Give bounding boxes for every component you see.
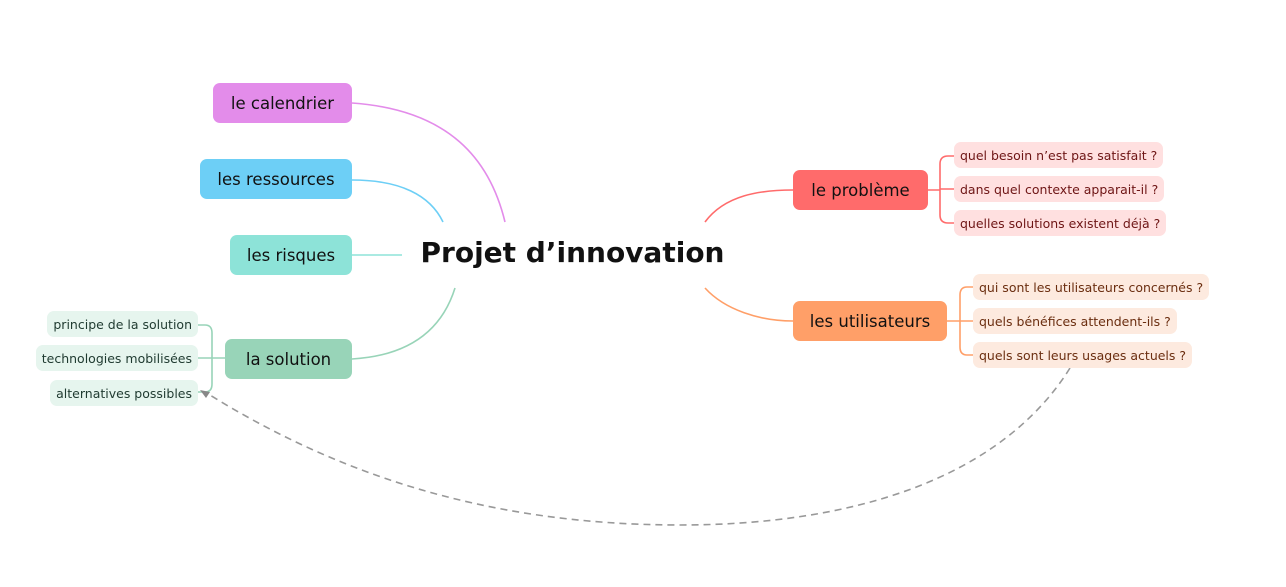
central-topic[interactable]: Projet d’innovation [420,236,725,269]
dashed-relation [204,367,1071,526]
arrow-head-icon [200,390,210,398]
link-probleme [704,189,794,223]
branch-risques[interactable]: les risques [230,235,352,275]
probleme-child[interactable]: quel besoin n’est pas satisfait ? [954,142,1164,168]
link-solution [351,287,456,360]
bracket-solution [198,324,225,393]
solution-child[interactable]: principe de la solution [47,311,198,337]
link-ressources [351,179,444,223]
solution-child[interactable]: technologies mobilisées [35,345,198,371]
branch-utilisateurs[interactable]: les utilisateurs [793,301,947,341]
branch-ressources[interactable]: les ressources [200,159,352,199]
utilisateurs-child[interactable]: quels bénéfices attendent-ils ? [973,308,1177,334]
branch-solution[interactable]: la solution [225,339,352,379]
probleme-child[interactable]: dans quel contexte apparait-il ? [954,176,1165,202]
probleme-child[interactable]: quelles solutions existent déjà ? [954,210,1167,236]
utilisateurs-child[interactable]: quels sont leurs usages actuels ? [973,342,1193,368]
branch-probleme[interactable]: le problème [793,170,928,210]
bracket-probleme [928,155,954,224]
branch-calendrier[interactable]: le calendrier [213,83,352,123]
solution-child[interactable]: alternatives possibles [50,380,198,406]
link-calendrier [351,102,506,223]
link-utilisateurs [704,287,794,322]
bracket-utilisateurs [947,286,973,356]
utilisateurs-child[interactable]: qui sont les utilisateurs concernés ? [973,274,1210,300]
